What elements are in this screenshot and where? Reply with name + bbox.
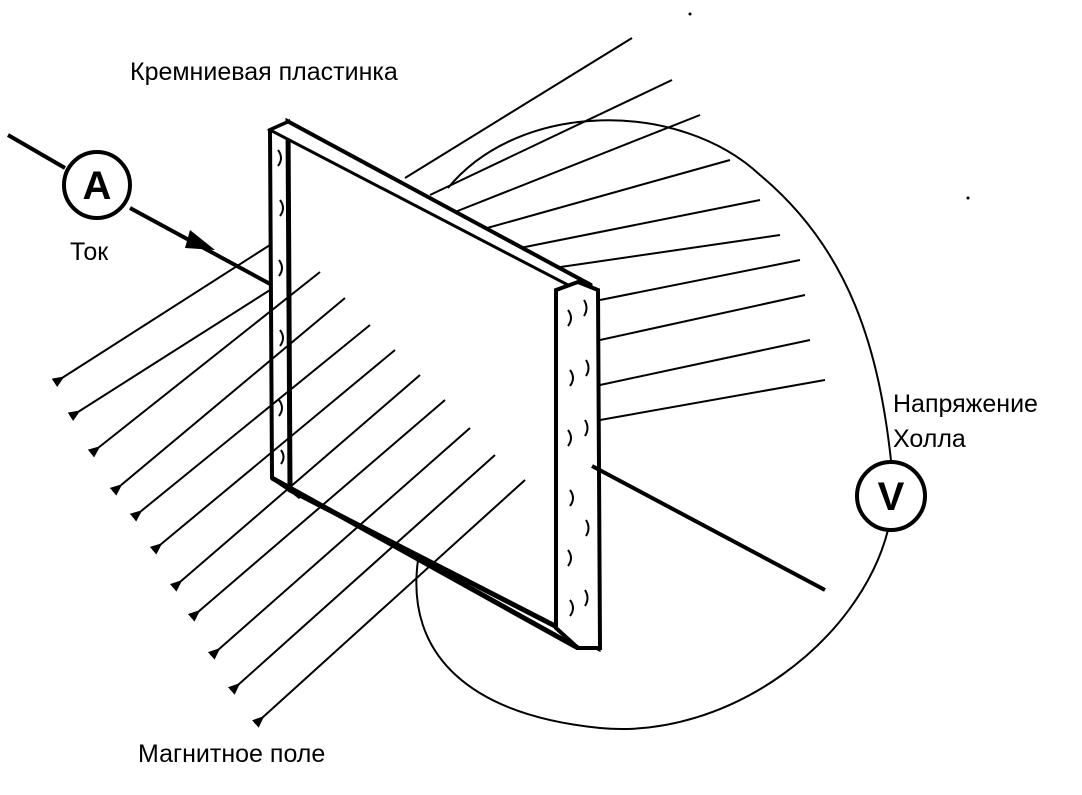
field-lines-behind — [404, 37, 826, 421]
ammeter-symbol: A — [83, 164, 112, 208]
hall-voltage-label-line1: Напряжение — [893, 390, 1038, 418]
speck — [966, 196, 970, 200]
hall-voltage-label-line2: Холла — [893, 425, 966, 453]
ammeter-circle — [62, 150, 132, 220]
current-direction-arrow — [185, 230, 215, 250]
hall-voltage-circuit — [415, 119, 893, 730]
field-lines-front — [51, 244, 526, 728]
magnetic-field-label: Магнитное поле — [138, 740, 325, 768]
voltmeter: V — [855, 460, 927, 532]
ammeter: A — [62, 150, 132, 220]
voltmeter-circle — [855, 460, 927, 532]
voltmeter-symbol: V — [878, 475, 905, 519]
plate-label: Кремниевая пластинка — [130, 58, 398, 86]
current-label: Ток — [70, 238, 109, 266]
silicon-plate — [266, 117, 603, 653]
plate-bottom-edge — [270, 475, 580, 651]
speck — [688, 12, 692, 16]
current-wire — [6, 133, 273, 287]
probe-wire — [591, 464, 826, 592]
